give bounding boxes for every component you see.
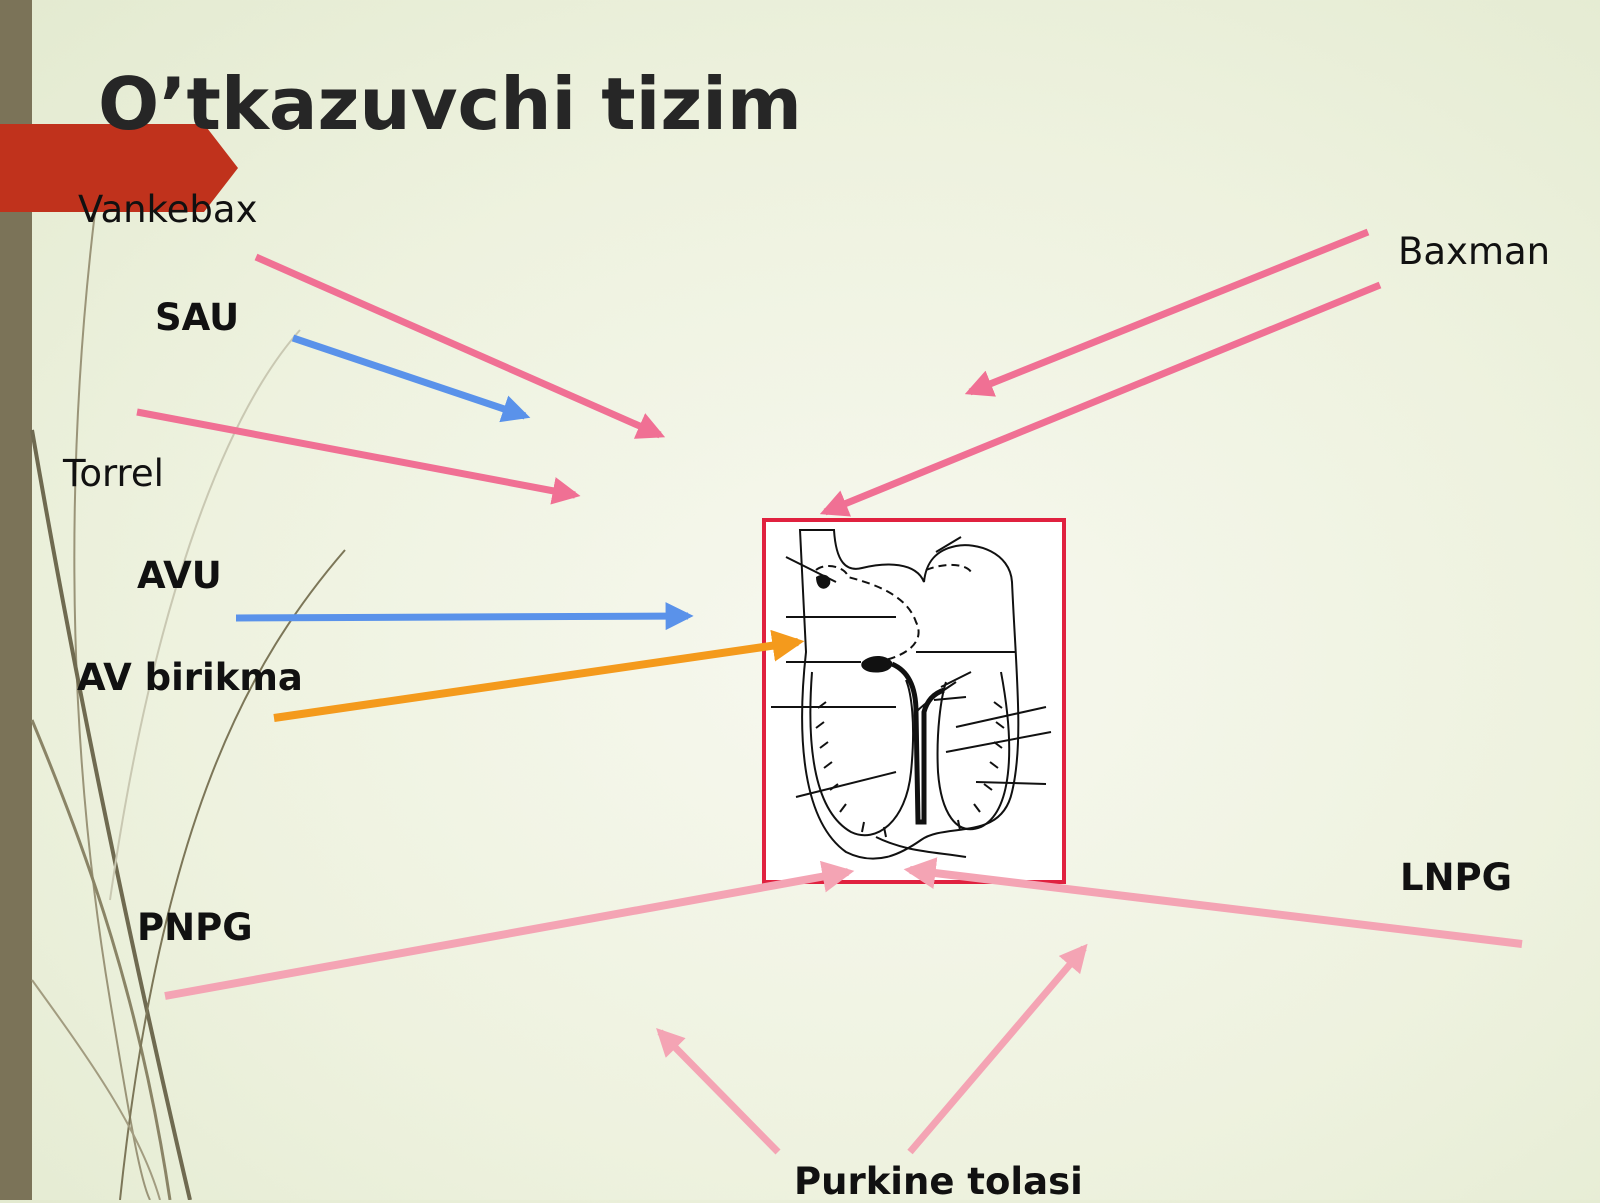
arrow-baxman-upper xyxy=(964,228,1370,397)
arrow-avu xyxy=(235,602,694,631)
label-purkine-tolasi: Purkine tolasi xyxy=(794,1160,1083,1203)
arrow-sau xyxy=(291,334,531,423)
label-sau: SAU xyxy=(155,296,240,339)
label-baxman: Baxman xyxy=(1398,230,1551,273)
heart-icon xyxy=(771,529,1052,860)
label-lnpg: LNPG xyxy=(1400,856,1513,899)
arrow-av-birikma xyxy=(273,629,805,722)
arrow-torrel xyxy=(136,408,581,505)
arrow-pnpg xyxy=(164,860,855,1000)
label-torrel: Torrel xyxy=(63,452,164,495)
title-ribbon xyxy=(0,124,238,212)
arrow-lnpg xyxy=(903,857,1523,948)
heart-conduction-diagram xyxy=(762,518,1066,884)
arrow-purkine-left xyxy=(656,1028,781,1155)
slide-title: O’tkazuvchi tizim xyxy=(98,62,802,146)
arrow-purkine-right xyxy=(907,943,1088,1155)
label-pnpg: PNPG xyxy=(137,906,253,949)
arrow-baxman-lower xyxy=(819,281,1382,517)
arrow-vankebax xyxy=(254,253,666,439)
label-avu: AVU xyxy=(137,554,222,597)
label-vankebax: Vankebax xyxy=(78,188,258,231)
label-av-birikma: AV birikma xyxy=(77,656,303,699)
